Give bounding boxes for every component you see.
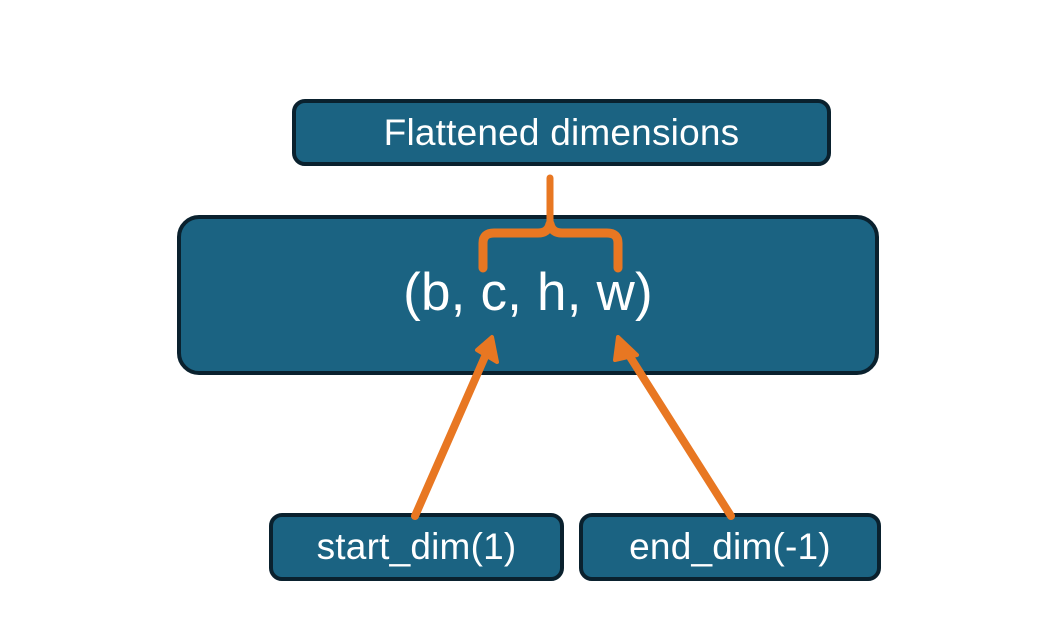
node-tensor-shape-label: (b, c, h, w) [403, 262, 653, 322]
node-flattened-dimensions: Flattened dimensions [292, 99, 831, 166]
node-start-dim: start_dim(1) [269, 513, 564, 581]
node-start-dim-label: start_dim(1) [316, 526, 517, 567]
node-end-dim: end_dim(-1) [579, 513, 881, 581]
node-tensor-shape: (b, c, h, w) [177, 215, 879, 375]
node-end-dim-label: end_dim(-1) [629, 526, 831, 567]
node-flattened-dimensions-label: Flattened dimensions [383, 111, 740, 153]
